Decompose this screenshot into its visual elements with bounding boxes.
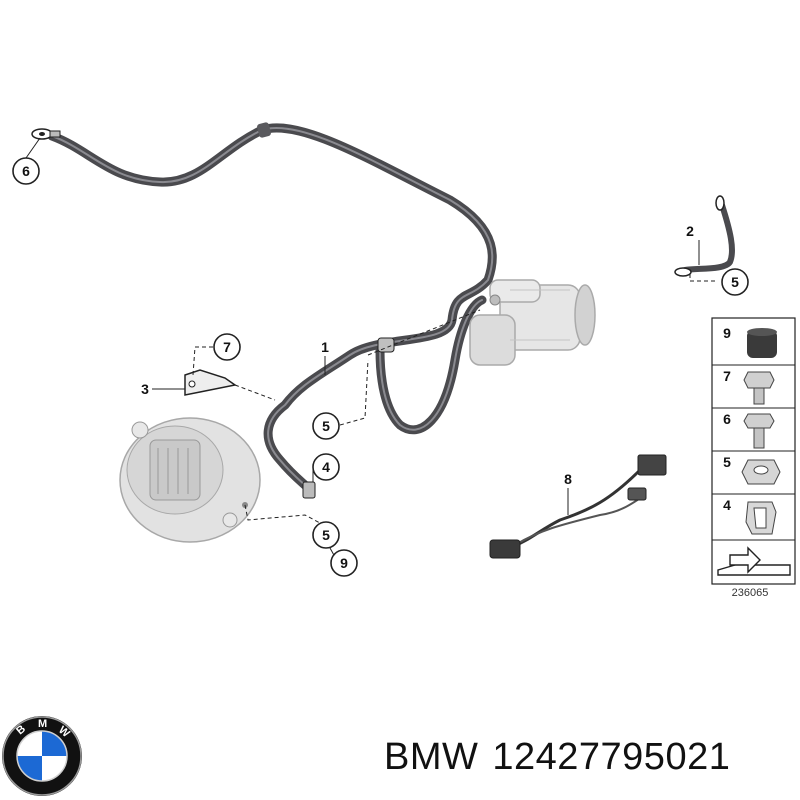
callout-9: 9 [330,549,358,577]
main-cable [31,122,497,499]
callout-5-low: 5 [312,521,340,549]
callout-5-mid: 5 [312,412,340,440]
bolt-icon [743,413,775,449]
ring-terminal-top [31,128,61,140]
callout-3: 3 [141,381,149,397]
legend-item-number: 6 [723,411,731,427]
nut-icon [741,459,781,485]
legend-item-number: 9 [723,325,731,341]
callout-label: 9 [340,555,348,571]
callout-7: 7 [213,333,241,361]
callout-label: 5 [322,418,330,434]
alternator [119,417,261,543]
logo-letter: M [38,718,47,730]
legend-item-number: 7 [723,368,731,384]
callout-1: 1 [321,339,329,355]
parts-legend: 9 7 6 5 4 [711,317,796,585]
callout-label: 5 [322,527,330,543]
figure-number: 236065 [732,587,769,599]
legend-item-number: 4 [723,497,731,513]
callout-label: 4 [322,459,330,475]
bolt-icon [743,371,775,405]
ground-cable [674,195,735,277]
arrow-icon [717,546,791,576]
leader-lines [25,137,715,558]
callout-2: 2 [686,223,694,239]
callout-6-top: 6 [12,157,40,185]
callout-label: 7 [223,339,231,355]
starter-motor [469,279,596,366]
bracket [184,369,237,396]
callout-4: 4 [312,453,340,481]
clip-icon [745,501,777,535]
wiring-harness [489,454,667,559]
callout-label: 6 [22,163,30,179]
callout-5-right: 5 [721,268,749,296]
cap-icon [747,328,777,358]
bmw-logo: B M W [2,716,82,796]
brand-name: BMW [384,736,479,778]
callout-label: 5 [731,274,739,290]
legend-item-number: 5 [723,454,731,470]
part-number: 12427795021 [492,736,731,778]
callout-8: 8 [564,471,572,487]
part-caption: BMW 12427795021 [384,736,794,792]
